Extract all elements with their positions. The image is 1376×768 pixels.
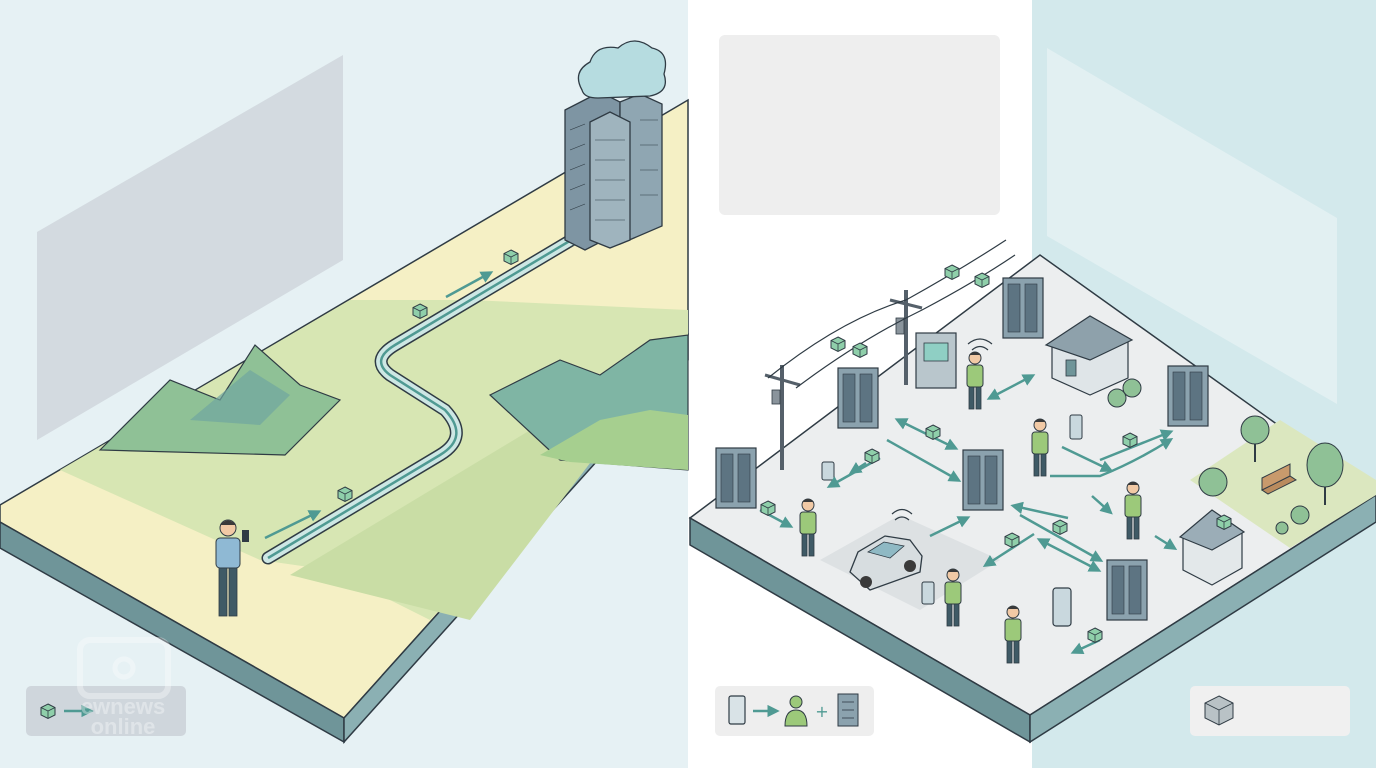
car xyxy=(849,508,923,591)
pole-cube-1 xyxy=(830,336,846,352)
power-line-2 xyxy=(795,254,1016,389)
server-rack-2 xyxy=(837,367,879,429)
net-cube-1 xyxy=(925,424,941,440)
phone-device xyxy=(1069,414,1083,440)
house-1 xyxy=(1044,315,1134,396)
watermark-line-2: online xyxy=(91,714,156,739)
park-bench xyxy=(1261,463,1297,495)
utility-pole-1 xyxy=(764,365,801,470)
sensor-device xyxy=(821,461,835,481)
atm-kiosk xyxy=(915,332,957,389)
legend-left xyxy=(26,686,186,736)
server-rack-6 xyxy=(1106,559,1148,621)
server-rack-4 xyxy=(1002,277,1044,339)
server-rack-1 xyxy=(715,447,757,509)
placeholder-panel-right xyxy=(1047,48,1337,404)
wifi-icon xyxy=(891,508,913,521)
data-center xyxy=(564,40,667,251)
house-2 xyxy=(1178,509,1246,586)
data-path-arrow xyxy=(267,234,582,560)
legend-center: + xyxy=(715,686,874,736)
net-cube-5 xyxy=(1004,532,1020,548)
pole-cube-3 xyxy=(944,264,960,280)
rural-landscape xyxy=(0,40,689,744)
small-arrow-2 xyxy=(445,271,494,299)
net-cube-3 xyxy=(1122,432,1138,448)
cube-icon xyxy=(1204,695,1234,726)
plus-icon: + xyxy=(815,702,828,721)
meter-device xyxy=(921,581,935,605)
person-with-phone xyxy=(215,519,249,617)
watermark: ewnews online xyxy=(77,637,171,739)
phone-icon xyxy=(242,530,249,542)
placeholder-panel-center xyxy=(719,35,1000,215)
phone-icon xyxy=(728,695,746,725)
pole-cube-2 xyxy=(852,342,868,358)
platform-side-right xyxy=(1029,494,1376,744)
hill-left-shadow xyxy=(190,370,290,425)
net-cube-7 xyxy=(1087,627,1103,643)
wifi-signal-icon xyxy=(967,338,993,351)
network-arrows xyxy=(759,374,1178,655)
urban-network xyxy=(688,239,1376,744)
small-arrow-1 xyxy=(264,510,322,540)
net-cube-6 xyxy=(760,500,776,516)
watermark-line-1: ewnews xyxy=(81,694,165,719)
server-rack-5 xyxy=(1167,365,1209,427)
server-icon xyxy=(837,693,859,727)
data-cube-3 xyxy=(503,249,519,265)
data-cube-1 xyxy=(337,486,353,502)
net-cube-4 xyxy=(1052,519,1068,535)
legend-right xyxy=(1190,686,1350,736)
cube-icon xyxy=(40,703,56,719)
hill-right-front xyxy=(540,410,688,470)
pole-cube-4 xyxy=(974,272,990,288)
person-icon xyxy=(784,695,808,727)
smartphone-device xyxy=(1052,587,1072,627)
power-line-1 xyxy=(767,239,1007,379)
camera-watermark-icon xyxy=(77,637,171,699)
utility-pole-2 xyxy=(889,290,923,385)
trees xyxy=(1107,378,1344,535)
net-cube-2 xyxy=(864,448,880,464)
server-rack-3 xyxy=(962,449,1004,511)
data-cube-2 xyxy=(412,303,428,319)
cloud-icon xyxy=(577,40,667,99)
placeholder-panel-left xyxy=(37,55,343,440)
